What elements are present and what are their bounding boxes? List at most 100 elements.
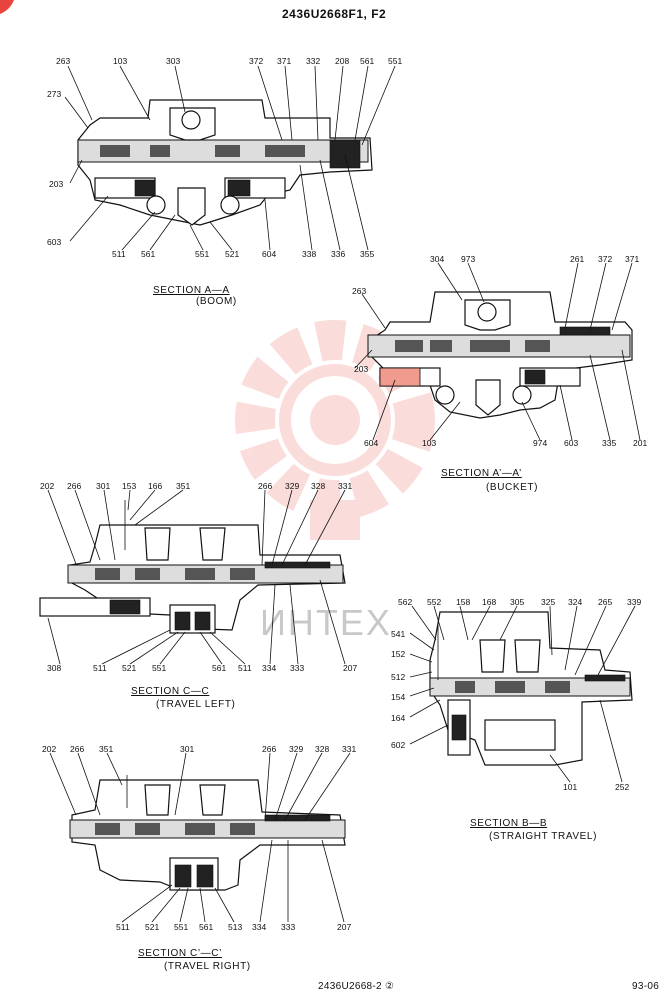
callout: 266 bbox=[67, 481, 81, 491]
section-cc-subtitle: (TRAVEL LEFT) bbox=[156, 699, 235, 710]
section-aa-subtitle: (BOOM) bbox=[196, 296, 237, 307]
callout: 511 bbox=[93, 663, 107, 673]
callout: 329 bbox=[289, 744, 303, 754]
callout: 561 bbox=[199, 922, 213, 932]
section-c1c1-subtitle: (TRAVEL RIGHT) bbox=[164, 961, 251, 972]
callout: 552 bbox=[427, 597, 441, 607]
callout: 511 bbox=[116, 922, 130, 932]
callout: 154 bbox=[391, 692, 405, 702]
callout: 511 bbox=[112, 249, 126, 259]
callout: 261 bbox=[570, 254, 584, 264]
callout: 335 bbox=[602, 438, 616, 448]
callout: 263 bbox=[56, 56, 70, 66]
callout: 561 bbox=[212, 663, 226, 673]
callout: 541 bbox=[391, 629, 405, 639]
section-cc-drawing bbox=[39, 500, 346, 634]
callout: 333 bbox=[281, 922, 295, 932]
callout: 351 bbox=[99, 744, 113, 754]
callout: 308 bbox=[47, 663, 61, 673]
section-a1a1-subtitle: (BUCKET) bbox=[486, 482, 538, 493]
callout: 252 bbox=[615, 782, 629, 792]
callout: 168 bbox=[482, 597, 496, 607]
callout: 351 bbox=[176, 481, 190, 491]
callout: 153 bbox=[122, 481, 136, 491]
callout: 201 bbox=[633, 438, 647, 448]
callout: 158 bbox=[456, 597, 470, 607]
callout: 152 bbox=[391, 649, 405, 659]
callout: 371 bbox=[277, 56, 291, 66]
page-number: 93-06 bbox=[632, 981, 660, 992]
callout: 604 bbox=[262, 249, 276, 259]
callout: 512 bbox=[391, 672, 405, 682]
callout: 371 bbox=[625, 254, 639, 264]
callout: 263 bbox=[352, 286, 366, 296]
section-bb-drawing bbox=[429, 611, 633, 766]
callout: 203 bbox=[49, 179, 63, 189]
callout: 101 bbox=[563, 782, 577, 792]
callout: 266 bbox=[70, 744, 84, 754]
callout: 329 bbox=[285, 481, 299, 491]
callout: 551 bbox=[152, 663, 166, 673]
callout: 207 bbox=[343, 663, 357, 673]
callout: 328 bbox=[315, 744, 329, 754]
callout: 103 bbox=[113, 56, 127, 66]
section-bb-title: SECTION B—B bbox=[470, 818, 547, 829]
callout: 521 bbox=[122, 663, 136, 673]
callout: 974 bbox=[533, 438, 547, 448]
callout: 304 bbox=[430, 254, 444, 264]
callout: 332 bbox=[306, 56, 320, 66]
callout: 273 bbox=[47, 89, 61, 99]
callout: 266 bbox=[262, 744, 276, 754]
callout: 562 bbox=[398, 597, 412, 607]
callout: 202 bbox=[42, 744, 56, 754]
corner-mark bbox=[0, 0, 14, 14]
section-c1c1-title: SECTION C’—C’ bbox=[138, 948, 222, 959]
callout: 103 bbox=[422, 438, 436, 448]
callout: 602 bbox=[391, 740, 405, 750]
section-c1c1-drawing bbox=[69, 775, 346, 891]
callout: 973 bbox=[461, 254, 475, 264]
callout: 301 bbox=[96, 481, 110, 491]
callout: 551 bbox=[195, 249, 209, 259]
callout: 166 bbox=[148, 481, 162, 491]
callout: 331 bbox=[342, 744, 356, 754]
leader-lines bbox=[47, 65, 641, 923]
callout: 551 bbox=[388, 56, 402, 66]
watermark-text: ИНТЕХ bbox=[260, 602, 392, 643]
callout: 164 bbox=[391, 713, 405, 723]
callout: 334 bbox=[262, 663, 276, 673]
callout: 521 bbox=[145, 922, 159, 932]
section-a1a1-title: SECTION A’—A’ bbox=[441, 468, 522, 479]
callout: 334 bbox=[252, 922, 266, 932]
callout: 331 bbox=[338, 481, 352, 491]
section-aa-title: SECTION A—A bbox=[153, 285, 230, 296]
callout: 561 bbox=[141, 249, 155, 259]
section-aa-drawing bbox=[77, 99, 373, 226]
callout: 338 bbox=[302, 249, 316, 259]
callout: 513 bbox=[228, 922, 242, 932]
callout: 372 bbox=[598, 254, 612, 264]
callout: 324 bbox=[568, 597, 582, 607]
callout: 372 bbox=[249, 56, 263, 66]
callout: 208 bbox=[335, 56, 349, 66]
callout: 551 bbox=[174, 922, 188, 932]
callout: 202 bbox=[40, 481, 54, 491]
drawing-reference: 2436U2668-2 ② bbox=[318, 981, 395, 992]
watermark-logo bbox=[235, 320, 435, 540]
callout: 328 bbox=[311, 481, 325, 491]
callout: 521 bbox=[225, 249, 239, 259]
callout: 265 bbox=[598, 597, 612, 607]
callout: 336 bbox=[331, 249, 345, 259]
section-a1a1-drawing bbox=[367, 291, 633, 419]
callout: 305 bbox=[510, 597, 524, 607]
callout: 355 bbox=[360, 249, 374, 259]
callout: 339 bbox=[627, 597, 641, 607]
callout: 603 bbox=[47, 237, 61, 247]
section-bb-subtitle: (STRAIGHT TRAVEL) bbox=[489, 831, 597, 842]
drawing-number: 2436U2668F1, F2 bbox=[282, 7, 387, 21]
callout: 266 bbox=[258, 481, 272, 491]
callout: 603 bbox=[564, 438, 578, 448]
callout: 561 bbox=[360, 56, 374, 66]
